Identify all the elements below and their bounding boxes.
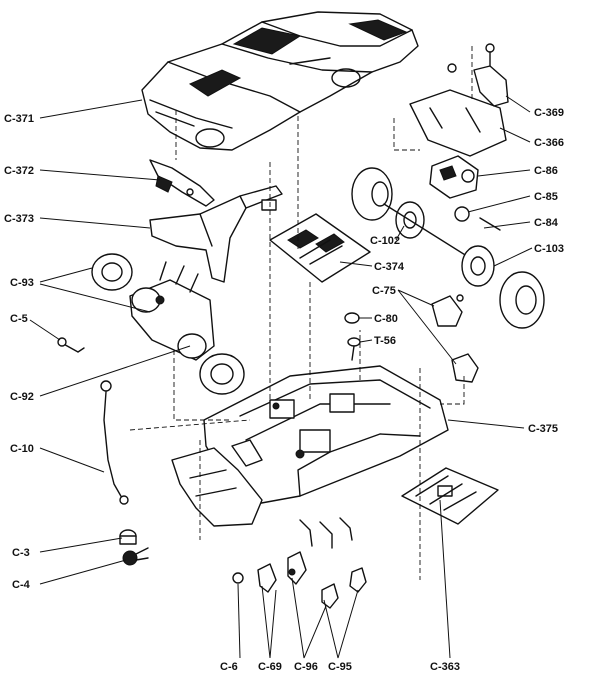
leader-lines — [29, 95, 533, 659]
label-c84: C-84 — [534, 217, 559, 229]
rear-bracket — [447, 43, 509, 107]
main-chassis-pan — [203, 365, 449, 505]
front-axle-assembly — [91, 253, 245, 395]
rear-axle-assembly — [351, 167, 545, 329]
label-c10: C-10 — [10, 443, 34, 455]
label-c363: C-363 — [430, 661, 460, 673]
part-labels: C-371 C-372 C-373 C-93 C-5 C-92 C-10 C-3… — [4, 107, 564, 673]
label-c369: C-369 — [534, 107, 564, 119]
label-c75: C-75 — [372, 285, 396, 297]
label-c4: C-4 — [12, 579, 31, 591]
label-c6: C-6 — [220, 661, 238, 673]
label-c93: C-93 — [10, 277, 34, 289]
guide-pin — [57, 337, 85, 353]
front-chassis-clip — [149, 185, 283, 283]
label-c3: C-3 — [12, 547, 30, 559]
label-c371: C-371 — [4, 113, 34, 125]
front-bumper — [171, 447, 263, 527]
label-c5: C-5 — [10, 313, 28, 325]
label-c80: C-80 — [374, 313, 398, 325]
car-body-shell — [141, 11, 419, 151]
label-c103: C-103 — [534, 243, 564, 255]
label-c96: C-96 — [294, 661, 318, 673]
label-c366: C-366 — [534, 137, 564, 149]
assembly-guide-lines — [129, 46, 473, 580]
wire-lead — [100, 380, 129, 505]
label-c95: C-95 — [328, 661, 352, 673]
pickup-shoe-parts — [119, 529, 149, 566]
label-c102: C-102 — [370, 235, 400, 247]
brush-clips — [232, 517, 367, 609]
label-c372: C-372 — [4, 165, 34, 177]
label-c69: C-69 — [258, 661, 282, 673]
label-c86: C-86 — [534, 165, 558, 177]
label-c85: C-85 — [534, 191, 558, 203]
motor-assembly — [409, 89, 507, 199]
label-t56: T-56 — [374, 335, 396, 347]
circuit-board — [269, 213, 371, 283]
label-c373: C-373 — [4, 213, 34, 225]
label-c374: C-374 — [374, 261, 405, 273]
label-c92: C-92 — [10, 391, 34, 403]
guide-plate — [401, 467, 499, 525]
label-c375: C-375 — [528, 423, 558, 435]
headlight-bracket — [149, 159, 215, 207]
